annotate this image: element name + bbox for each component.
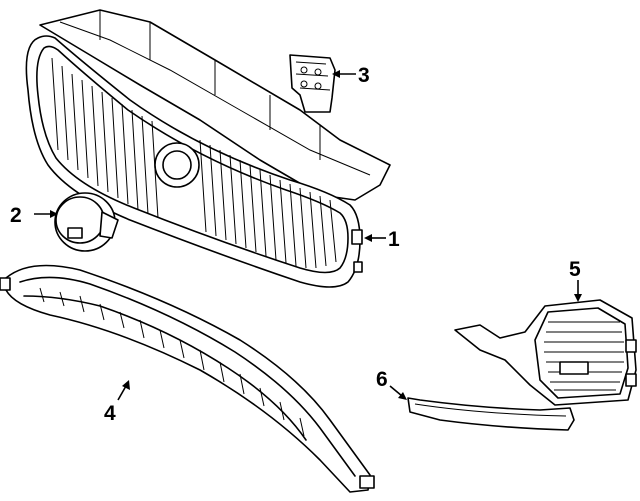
callout-2: 2 xyxy=(10,204,58,227)
lower-grille xyxy=(0,264,375,493)
grille-assembly xyxy=(25,9,391,288)
trim-molding xyxy=(407,397,575,431)
callout-number-1: 1 xyxy=(388,228,400,251)
callout-number-6: 6 xyxy=(376,368,388,391)
callout-number-2: 2 xyxy=(10,204,22,227)
grille-emblem-ring xyxy=(154,142,200,188)
callout-1: 1 xyxy=(364,228,400,251)
bracket xyxy=(289,54,336,113)
callout-number-5: 5 xyxy=(569,258,581,281)
emblem xyxy=(54,192,119,252)
grille-back-frame xyxy=(39,9,391,201)
callout-6: 6 xyxy=(376,368,407,400)
callout-number-3: 3 xyxy=(358,64,370,87)
callout-5: 5 xyxy=(569,258,582,302)
fog-lamp-bezel xyxy=(454,299,637,406)
callout-4: 4 xyxy=(104,380,130,425)
callout-3: 3 xyxy=(332,64,370,87)
grille-vertical-bars xyxy=(51,57,337,269)
callout-number-4: 4 xyxy=(104,402,116,425)
